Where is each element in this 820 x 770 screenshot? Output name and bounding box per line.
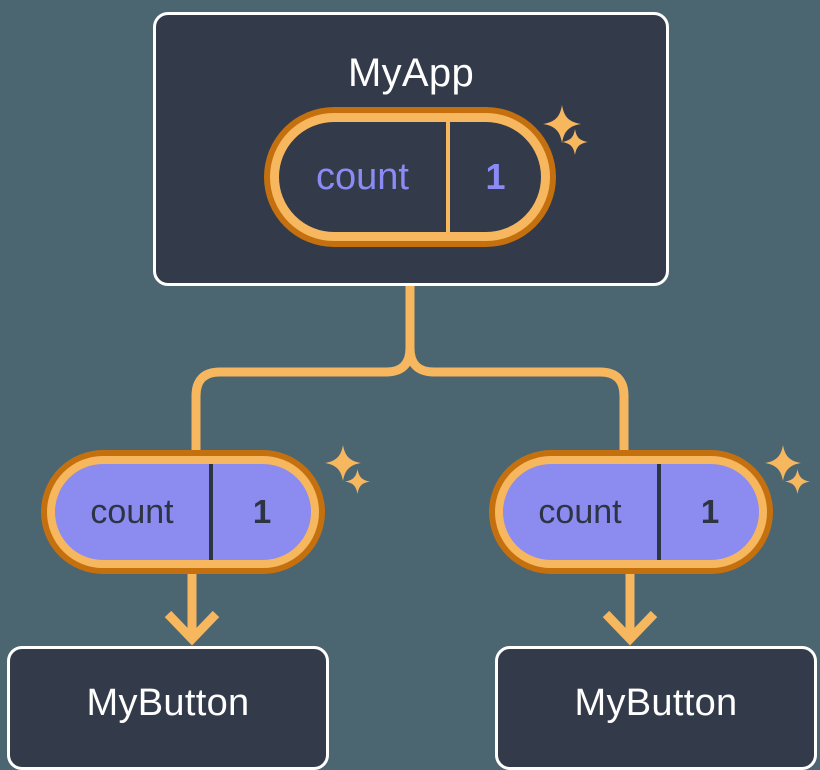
component-card-mybutton-right[interactable]: MyButton <box>495 646 817 770</box>
arrow-right-head-icon <box>602 610 658 646</box>
state-key-label: count <box>503 464 661 560</box>
sparkle-four-point-small-icon <box>784 468 811 495</box>
sparkle-four-point-icon <box>763 443 803 483</box>
state-value-label: 1 <box>485 156 506 197</box>
arrow-left-head-icon <box>164 610 220 646</box>
state-pill-child-right[interactable]: count 1 <box>489 450 773 574</box>
state-pill-child-left[interactable]: count 1 <box>41 450 325 574</box>
component-card-mybutton-left[interactable]: MyButton <box>7 646 329 770</box>
state-value-label: 1 <box>252 493 272 530</box>
sparkle-four-point-small-icon <box>344 468 371 495</box>
state-pill-root-inner: count 1 <box>270 113 550 241</box>
page-title: MyApp <box>348 51 474 95</box>
component-label: MyButton <box>86 682 250 724</box>
sparkle-four-point-icon <box>323 443 363 483</box>
state-pill-child-right-inner: count 1 <box>495 456 767 568</box>
state-pill-root[interactable]: count 1 <box>264 107 556 247</box>
state-value-label: 1 <box>700 493 720 530</box>
state-pill-child-left-inner: count 1 <box>47 456 319 568</box>
state-key-label: count <box>279 122 450 232</box>
state-key-label: count <box>55 464 213 560</box>
component-label: MyButton <box>574 682 738 724</box>
